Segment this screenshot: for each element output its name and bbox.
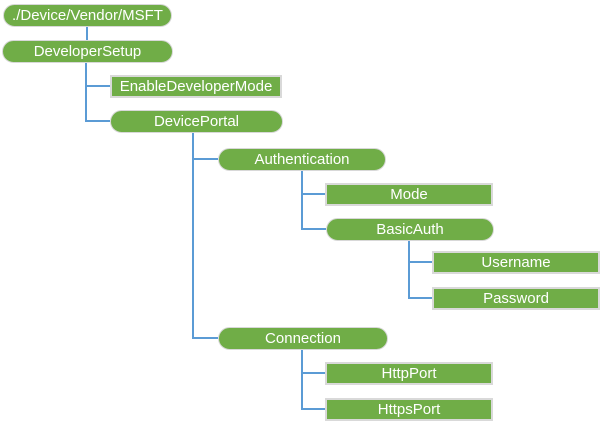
connector-developersetup-trunk — [85, 63, 87, 122]
node-password: Password — [432, 287, 600, 310]
connector-branch-authentication — [193, 158, 218, 160]
node-connection: Connection — [218, 327, 388, 350]
node-deviceportal: DevicePortal — [110, 110, 283, 133]
connector-branch-mode — [302, 193, 326, 195]
connector-basicauth-trunk — [408, 241, 410, 299]
node-mode: Mode — [325, 183, 493, 206]
connector-branch-password — [409, 297, 433, 299]
connector-branch-basicauth — [302, 228, 326, 230]
node-device-vendor-msft: ./Device/Vendor/MSFT — [3, 4, 172, 27]
connector-branch-httpport — [302, 372, 326, 374]
connector-authentication-trunk — [301, 171, 303, 230]
connector-branch-connection — [193, 337, 218, 339]
connector-branch-enabledevelopermode — [86, 85, 110, 87]
connector-deviceportal-trunk — [192, 133, 194, 339]
connector-branch-deviceportal — [86, 120, 110, 122]
node-enabledevelopermode: EnableDeveloperMode — [110, 75, 282, 98]
connector-connection-trunk — [301, 350, 303, 410]
node-username: Username — [432, 251, 600, 274]
connector-branch-httpsport — [302, 408, 326, 410]
node-basicauth: BasicAuth — [326, 218, 494, 241]
node-httpsport: HttpsPort — [325, 398, 493, 421]
connector-branch-username — [409, 261, 433, 263]
connector-root-to-developersetup — [86, 27, 88, 40]
node-authentication: Authentication — [218, 148, 386, 171]
node-developersetup: DeveloperSetup — [2, 40, 173, 63]
node-httpport: HttpPort — [325, 362, 493, 385]
